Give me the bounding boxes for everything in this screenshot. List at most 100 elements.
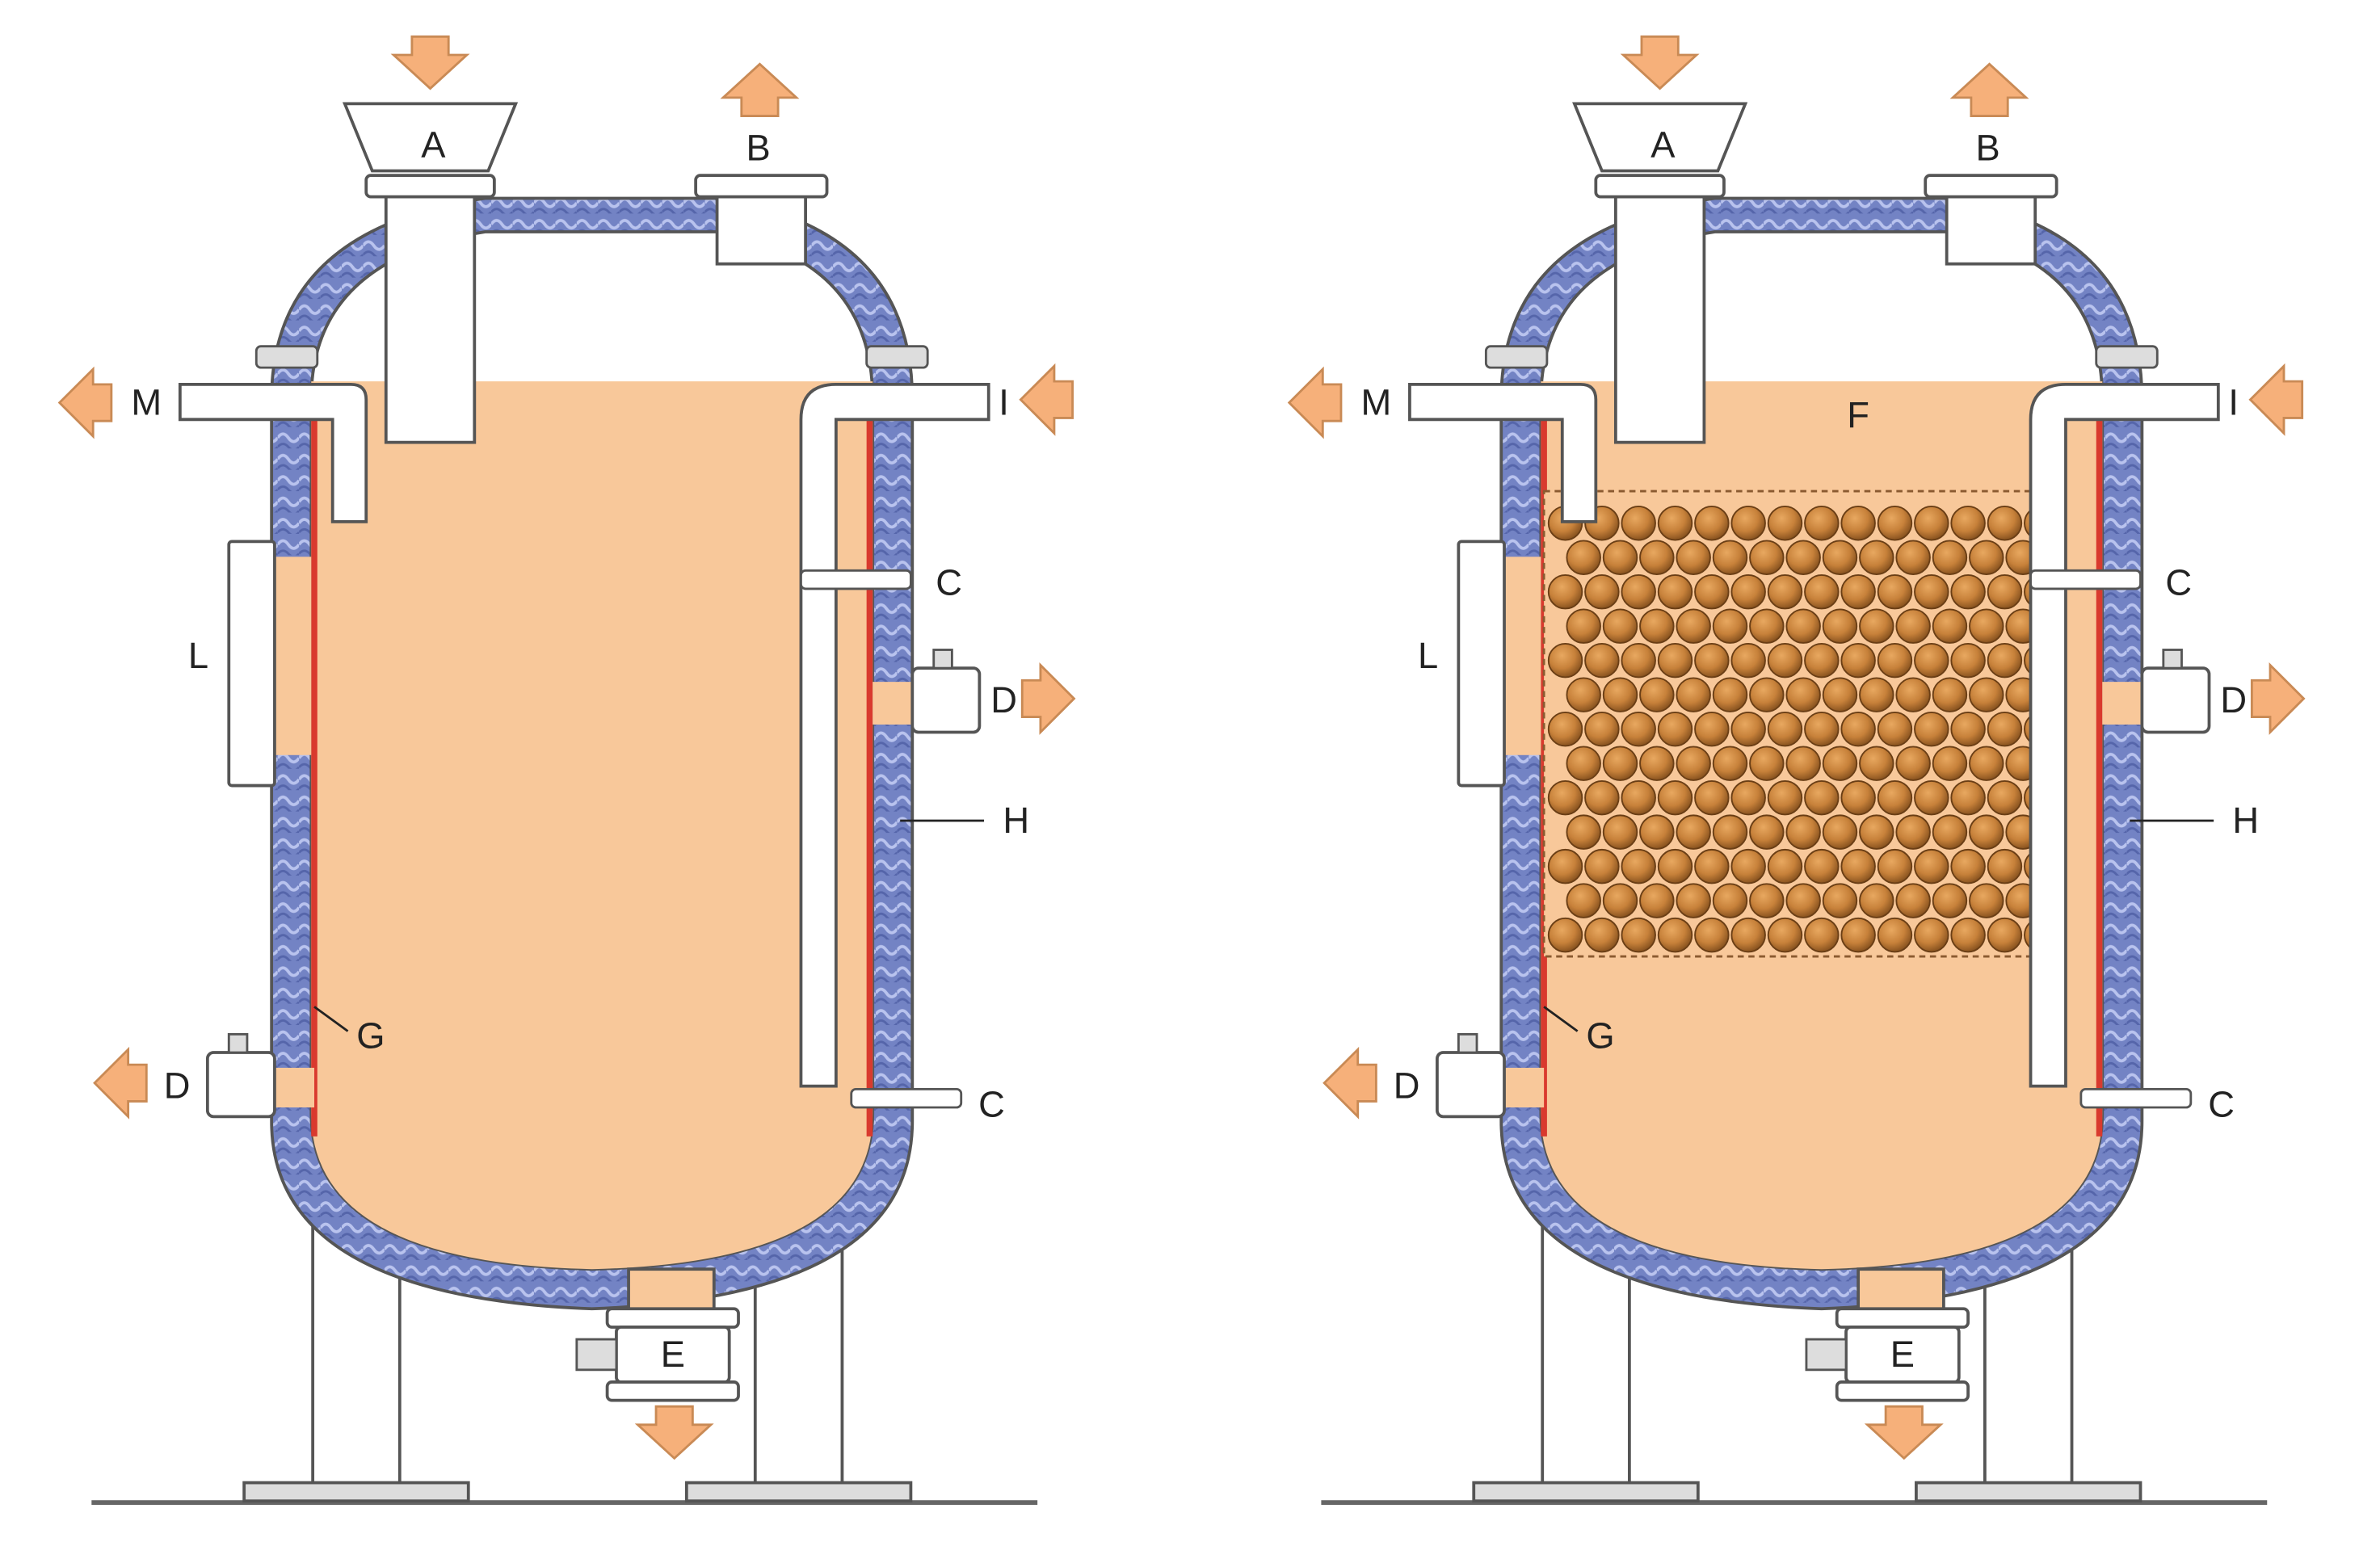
packing-sphere (1749, 883, 1785, 918)
valve-d-left (205, 1051, 276, 1119)
packing-sphere (1694, 917, 1730, 953)
packing-sphere (1712, 746, 1748, 781)
packing-sphere (1785, 608, 1821, 644)
packing-sphere (1822, 814, 1858, 850)
packing-sphere (1547, 779, 1583, 816)
outlet-pipe-m (178, 383, 368, 523)
packing-sphere (1969, 746, 2004, 781)
packing-sphere (1914, 642, 1949, 679)
label-m: M (1361, 382, 1392, 423)
packing-sphere (1749, 677, 1785, 712)
label-e: E (661, 1334, 685, 1375)
packing-sphere (1547, 574, 1583, 610)
arrow-d-right-out (2250, 662, 2306, 735)
packing-sphere (1547, 848, 1583, 884)
packing-sphere (1932, 677, 1968, 712)
packing-sphere (1621, 574, 1656, 610)
label-c_upper: C (2165, 561, 2192, 603)
packing-sphere (1566, 608, 1601, 644)
valve-d-right-stem (2162, 649, 2183, 670)
packing-sphere (1584, 917, 1620, 953)
valve-d-left (1436, 1051, 1506, 1119)
packing-sphere (1840, 711, 1876, 747)
packing-sphere (1730, 506, 1766, 541)
support-foot (1915, 1481, 2142, 1503)
packing-sphere (1639, 540, 1675, 575)
packing-sphere (1804, 917, 1840, 953)
packing-sphere (1749, 746, 1785, 781)
packing-sphere (1730, 848, 1766, 884)
arrow-e-out (1864, 1405, 1944, 1460)
label-h: H (2232, 800, 2259, 841)
packing-sphere (1730, 711, 1766, 747)
packing-sphere (1987, 917, 2023, 953)
packing-sphere (1785, 814, 1821, 850)
packing-sphere (1804, 711, 1840, 747)
packing-sphere (1877, 574, 1913, 610)
packing-sphere (1547, 642, 1583, 679)
packing-sphere (1621, 917, 1656, 953)
packing-sphere (1676, 746, 1711, 781)
packing-sphere (1657, 642, 1693, 679)
packing-sphere (1785, 540, 1821, 575)
packing-sphere (1584, 711, 1620, 747)
packing-sphere (1712, 540, 1748, 575)
bottom-outlet-neck (627, 1267, 716, 1313)
packing-sphere (1767, 917, 1803, 953)
packing-sphere (1785, 677, 1821, 712)
packing-sphere (1969, 814, 2004, 850)
packing-sphere (1969, 540, 2004, 575)
packing-sphere (1950, 848, 1986, 884)
packing-sphere (1730, 917, 1766, 953)
packing-sphere (1859, 540, 1894, 575)
packing-sphere (1584, 848, 1620, 884)
label-i: I (999, 382, 1009, 423)
arrow-m-out (57, 366, 113, 439)
packing-sphere (1932, 814, 1968, 850)
packing-sphere (1877, 917, 1913, 953)
packing-sphere (1767, 779, 1803, 816)
label-l: L (1418, 635, 1438, 676)
packing-sphere (1676, 540, 1711, 575)
packing-sphere (1877, 848, 1913, 884)
packing-sphere (1859, 746, 1894, 781)
packing-sphere (1694, 711, 1730, 747)
packing-sphere (1657, 848, 1693, 884)
packing-sphere (1932, 608, 1968, 644)
packing-sphere (1676, 608, 1711, 644)
packing-sphere (1914, 848, 1949, 884)
packing-sphere (1602, 883, 1638, 918)
packing-sphere (1895, 814, 1931, 850)
packing-sphere (1840, 642, 1876, 679)
label-g: G (1586, 1015, 1614, 1056)
packing-sphere (1969, 608, 2004, 644)
packing-sphere (1785, 746, 1821, 781)
pointer-g (1543, 1006, 1579, 1032)
packing-sphere (1602, 814, 1638, 850)
nozzle-c-upper (800, 569, 912, 590)
packing-sphere (1987, 574, 2023, 610)
bottom-outlet-neck (1856, 1267, 1945, 1313)
packing-sphere (1657, 779, 1693, 816)
valve-d-right (910, 666, 982, 734)
packing-sphere (1676, 883, 1711, 918)
packing-sphere (1859, 677, 1894, 712)
arrow-feed-in (390, 35, 470, 90)
packing-sphere (1602, 746, 1638, 781)
packing-sphere (1749, 608, 1785, 644)
packing-sphere (1694, 506, 1730, 541)
bottom-valve-handle (575, 1338, 618, 1372)
arrow-i-in (2248, 363, 2304, 436)
packing-sphere (1584, 574, 1620, 610)
packing-sphere (1840, 848, 1876, 884)
valve-d-left-stem (1457, 1032, 1478, 1054)
packing-sphere (1639, 746, 1675, 781)
packing-sphere (1840, 779, 1876, 816)
label-a: A (421, 124, 446, 166)
arrow-d-left-out (1322, 1046, 1377, 1120)
packing-sphere (1694, 574, 1730, 610)
packing-sphere (1639, 677, 1675, 712)
packing-sphere (1676, 814, 1711, 850)
nozzle-c-lower (2079, 1087, 2193, 1109)
